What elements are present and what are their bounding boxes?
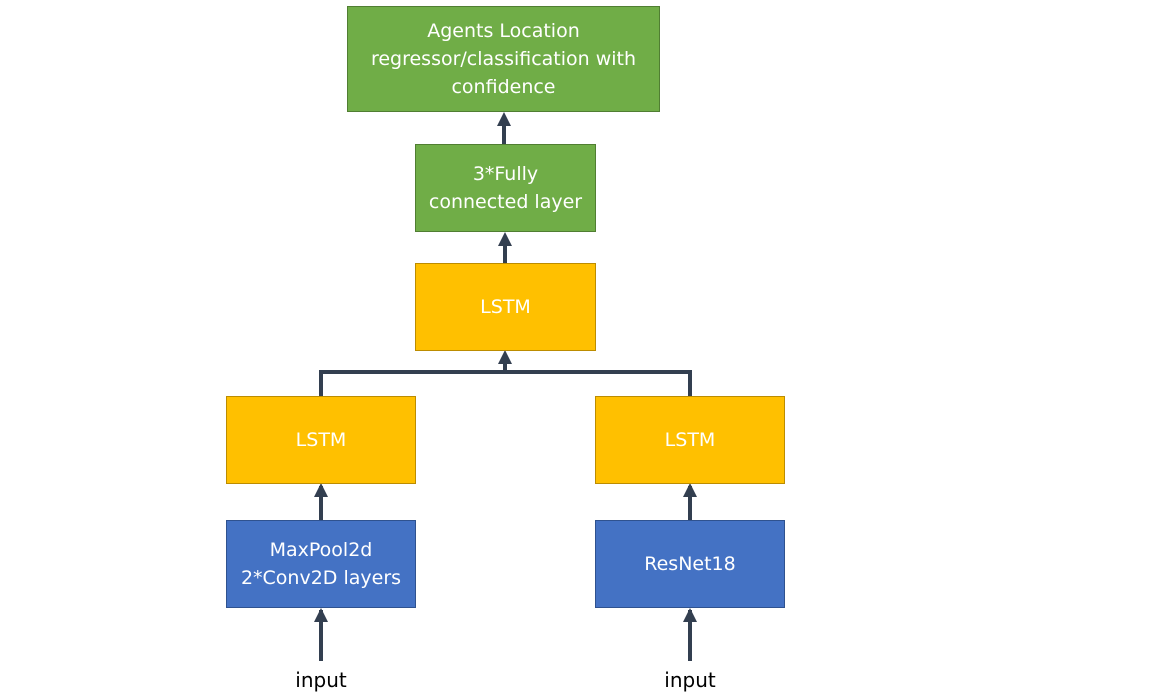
arrowhead [683,483,697,497]
resnet-node: ResNet18 [595,520,785,608]
lstm-right-node: LSTM [595,396,785,484]
agents-location-node: Agents Location regressor/classification… [347,6,660,112]
arrowhead [498,232,512,246]
arrowhead [314,608,328,622]
arrowhead [498,350,512,364]
conv-line-2: 2*Conv2D layers [240,567,402,589]
agents-location-line-2: regressor/classification with [370,48,637,70]
resnet-label: ResNet18 [644,553,736,575]
connector-lstm-right-to-lstm-top [505,370,692,396]
fully-connected-line-1: 3*Fully [472,163,539,185]
lstm-left-node: LSTM [226,396,416,484]
arrowhead [314,483,328,497]
lstm-right-label: LSTM [664,429,716,451]
lstm-top-label: LSTM [480,296,531,318]
input-left-label: input [295,668,347,692]
connector-lstm-left-to-lstm-top [319,370,505,396]
conv-node: MaxPool2d 2*Conv2D layers [226,520,416,608]
agents-location-line-3: confidence [451,76,556,98]
arrowhead [683,608,697,622]
lstm-top-node: LSTM [415,263,596,351]
input-right-label: input [664,668,716,692]
fully-connected-node: 3*Fully connected layer [415,144,596,232]
conv-line-1: MaxPool2d [269,539,373,561]
agents-location-line-1: Agents Location [427,20,580,42]
fully-connected-line-2: connected layer [428,191,583,213]
lstm-left-label: LSTM [295,429,347,451]
arrowhead [497,112,511,126]
